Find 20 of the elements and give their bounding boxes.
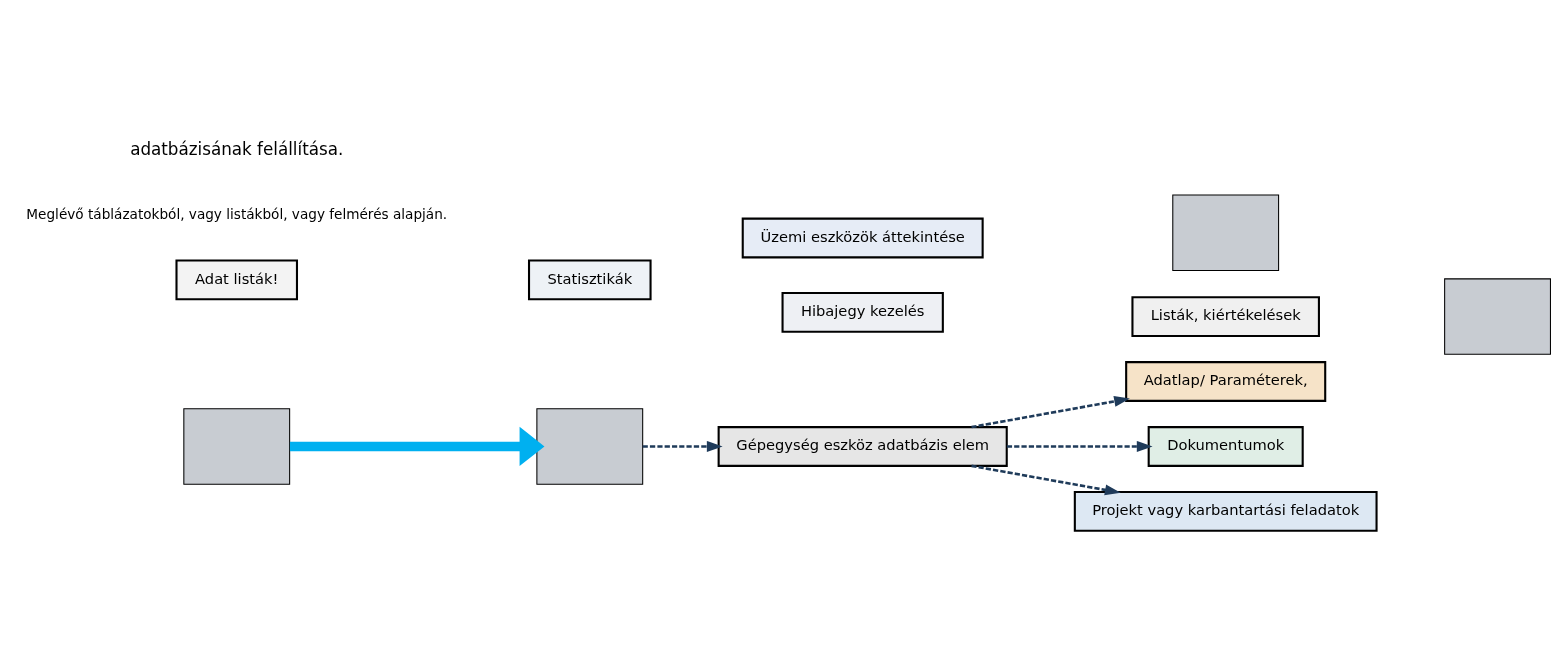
node-box — [1172, 194, 1280, 271]
node-box: Statisztikák — [527, 259, 652, 301]
node-box — [536, 408, 644, 485]
label: Meglévő táblázatokból, vagy listákból, vagy felmérés alapján. — [26, 205, 448, 222]
arrow — [1006, 440, 1153, 452]
arrow — [289, 426, 545, 467]
node-box: Gépegység eszköz adatbázis elem — [717, 426, 1008, 467]
node-box: Adatlap/ Paraméterek, — [1125, 361, 1327, 402]
node-box: Projekt vagy karbantartási feladatok — [1073, 491, 1378, 532]
node-box — [183, 408, 291, 485]
arrow — [971, 395, 1130, 429]
label: adatbázisának felállítása. — [130, 139, 344, 160]
node-box: Adat listák! — [175, 259, 299, 301]
node-box — [1444, 278, 1551, 355]
node-box: Üzemi eszközök áttekintése — [741, 217, 984, 259]
node-box: Listák, kiértékelések — [1131, 296, 1320, 337]
arrow — [971, 464, 1121, 496]
node-box: Hibajegy kezelés — [781, 291, 944, 333]
node-box: Dokumentumok — [1147, 426, 1304, 467]
arrow — [642, 440, 723, 452]
